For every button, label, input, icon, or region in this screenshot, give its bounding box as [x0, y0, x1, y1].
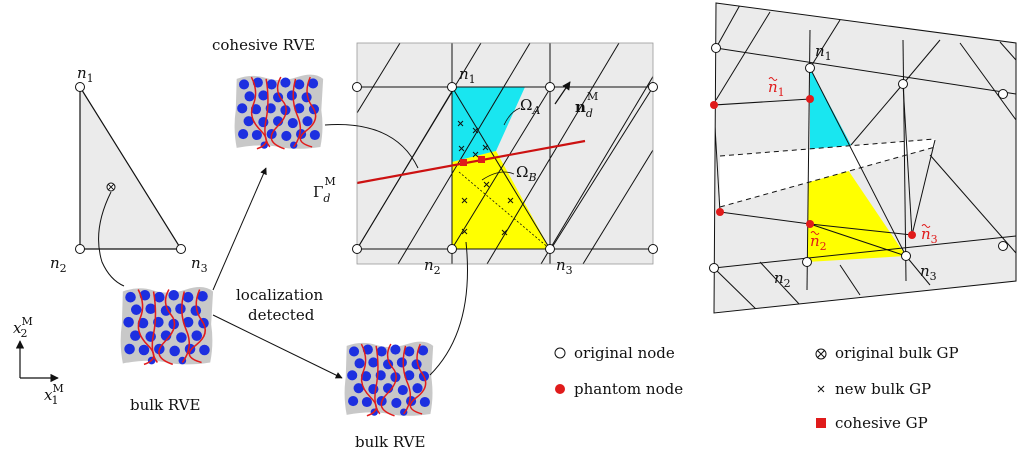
axis-x1-label: x1M — [44, 382, 64, 407]
cohesive-rve-image — [233, 73, 324, 150]
original-node-icon — [447, 244, 457, 254]
original-node-icon — [352, 82, 362, 92]
phantom-label-n2: n2 — [810, 232, 827, 253]
legend-cohesive-gp: cohesive GP — [835, 414, 928, 432]
axes-icon — [15, 340, 59, 383]
cohesive-gp-icon — [460, 159, 467, 166]
legend-original-bulk-gp: original bulk GP — [835, 344, 959, 362]
original-node-icon — [709, 263, 719, 273]
legend-original-node: original node — [574, 344, 675, 362]
omega-b-label: ΩB — [516, 163, 537, 184]
bulk-rve-label-bottom: bulk RVE — [355, 433, 425, 451]
mid-node-label-n1: n1 — [459, 65, 476, 86]
original-node-icon — [998, 241, 1008, 251]
original-node-icon — [998, 89, 1008, 99]
original-node-icon — [545, 244, 555, 254]
bulk-rve-label-left: bulk RVE — [130, 396, 200, 414]
phantom-label-n3: n3 — [921, 225, 938, 246]
bulk-rve-image-left — [119, 286, 214, 366]
new-bulk-gp-icon — [817, 385, 825, 393]
cohesive-rve-label: cohesive RVE — [212, 36, 315, 54]
legend-phantom-node: phantom node — [574, 380, 683, 398]
cohesive-gp-icon — [816, 418, 826, 428]
original-bulk-gp-icon — [106, 182, 116, 192]
arrow-to-bulk — [212, 314, 343, 379]
original-node-icon — [447, 82, 457, 92]
localization-label: localization — [236, 286, 323, 304]
original-node-icon — [805, 63, 815, 73]
phantom-node-icon — [716, 208, 724, 216]
original-node-icon — [802, 257, 812, 267]
gamma-d-label: ΓdM — [313, 175, 336, 205]
phantom-node-icon — [908, 231, 916, 239]
original-node-icon — [176, 244, 186, 254]
middle-mesh — [324, 42, 658, 376]
original-node-icon — [554, 347, 566, 359]
legend: original node phantom node original bulk… — [554, 344, 959, 432]
node-label-n1: n1 — [77, 64, 94, 85]
original-node-icon — [898, 79, 908, 89]
original-node-icon — [648, 244, 658, 254]
original-node-icon — [711, 43, 721, 53]
detected-label: detected — [248, 306, 315, 324]
right-node-label-n2: n2 — [774, 269, 791, 290]
node-label-n2: n2 — [50, 254, 67, 275]
original-node-icon — [648, 82, 658, 92]
bulk-rve-image-bottom — [343, 340, 434, 417]
original-node-icon — [545, 82, 555, 92]
original-node-icon — [901, 251, 911, 261]
phantom-node-icon — [710, 101, 718, 109]
normal-arrow — [554, 81, 571, 105]
axis-x2-label: x2M — [13, 315, 33, 340]
new-bulk-gp-icon — [457, 120, 514, 236]
legend-new-bulk-gp: new bulk GP — [835, 380, 931, 398]
mid-node-label-n2: n2 — [424, 256, 441, 277]
cohesive-gp-icon — [478, 156, 485, 163]
original-node-icon — [352, 244, 362, 254]
node-label-n3: n3 — [191, 254, 208, 275]
phantom-label-n1: n1 — [768, 78, 785, 99]
normal-vector-label: ndM — [575, 90, 598, 120]
phantom-node-icon — [806, 220, 814, 228]
original-node-icon — [75, 82, 85, 92]
phantom-node-icon — [555, 384, 565, 394]
right-node-label-n1: n1 — [815, 42, 832, 63]
right-mesh — [709, 2, 1017, 314]
original-node-icon — [75, 244, 85, 254]
phantom-node-icon — [806, 95, 814, 103]
original-triangle — [75, 82, 186, 287]
arrow-to-cohesive — [212, 167, 267, 291]
original-bulk-gp-icon — [815, 348, 827, 360]
omega-a-label: ΩA — [520, 96, 540, 117]
right-node-label-n3: n3 — [920, 262, 937, 283]
mid-node-label-n3: n3 — [556, 256, 573, 277]
